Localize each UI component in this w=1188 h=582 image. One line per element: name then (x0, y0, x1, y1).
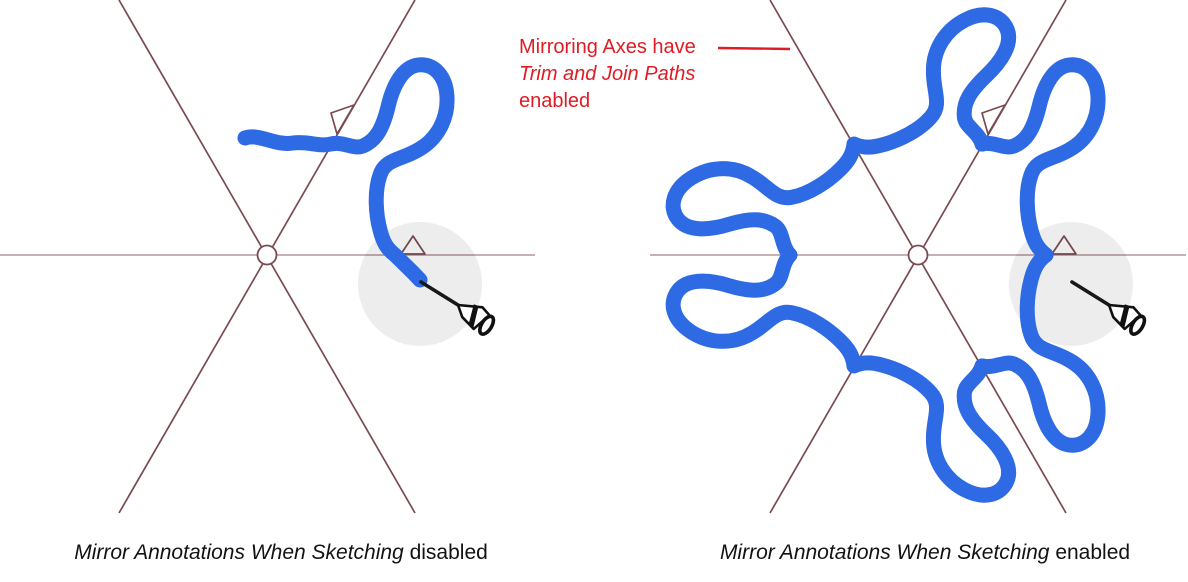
right-caption-setting: Mirror Annotations When Sketching (719, 541, 1056, 564)
left-mirror-canvas (0, 0, 536, 514)
left-caption-setting: Mirror Annotations When Sketching (74, 541, 410, 564)
annotation-line-3: enabled (519, 90, 591, 112)
left-caption-state: disabled (409, 541, 488, 564)
annotation-note: Mirroring Axes have Trim and Join Paths … (519, 34, 696, 115)
right-mirror-canvas (649, 0, 1187, 514)
right-caption-state: enabled (1055, 541, 1131, 564)
right-caption: Mirror Annotations When Sketching enable… (720, 541, 1130, 565)
annotation-line-2: Trim and Join Paths (519, 63, 696, 85)
annotation-line-1: Mirroring Axes have (519, 36, 696, 58)
annotation-connector-line (717, 46, 791, 51)
left-caption: Mirror Annotations When Sketching disabl… (74, 541, 488, 565)
